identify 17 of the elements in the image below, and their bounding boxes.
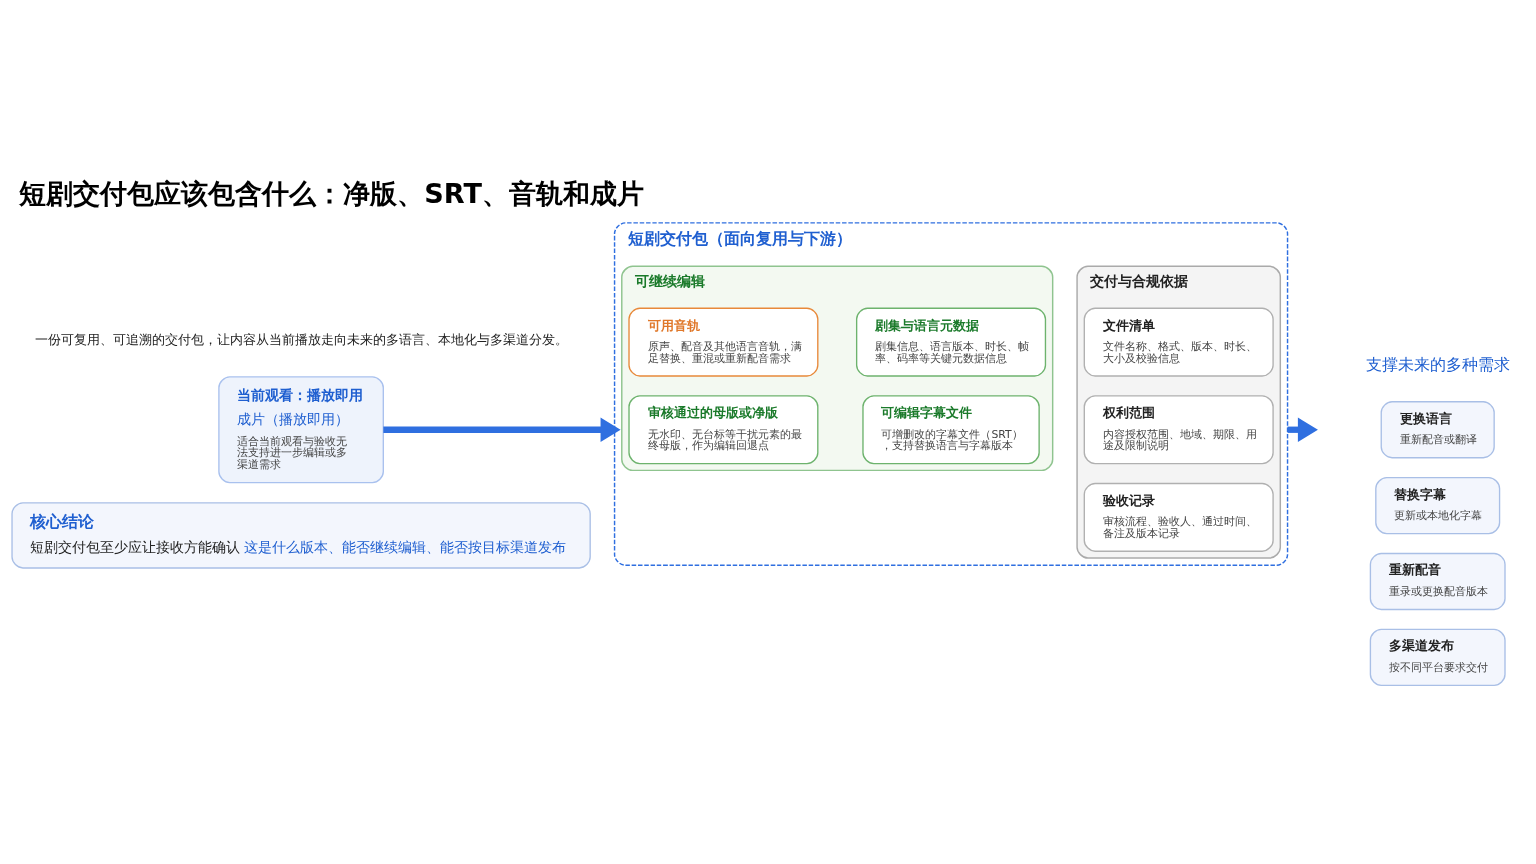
node-box: 多渠道发布 按不同平台要求交付 bbox=[1369, 628, 1506, 687]
node-box: 重新配音 重录或更换配音版本 bbox=[1369, 552, 1506, 611]
node-box: 核心结论 短剧交付包至少应让接收方能确认 这是什么版本、能否继续编辑、能否按目标渠道发布 bbox=[11, 502, 591, 569]
label: 一份可复用、可追溯的交付包，让内容从当前播放走向未来的多语言、本地化与多渠道分发。 bbox=[34, 331, 568, 347]
node-box: 更换语言 重新配音或翻译 bbox=[1380, 401, 1495, 459]
node-box: 当前观看：播放即用 成片（播放即用） 适合当前观看与验收无法支持进一步编辑或多渠道需求 bbox=[218, 376, 384, 484]
node-box: 替换字幕 更新或本地化字幕 bbox=[1375, 476, 1501, 535]
arrow bbox=[383, 417, 621, 443]
diagram-title: 短剧交付包应该包含什么：净版、SRT、音轨和成片 bbox=[19, 178, 644, 209]
node-box: 权利范围 内容授权范围、地域、期限、用途及限制说明 bbox=[1083, 395, 1274, 465]
node-box: 审核通过的母版或净版 无水印、无台标等干扰元素的最终母版，作为编辑回退点 bbox=[628, 395, 819, 465]
node-box: 剧集与语言元数据 剧集信息、语言版本、时长、帧率、码率等关键元数据信息 bbox=[855, 307, 1047, 377]
node-box: 可用音轨 原声、配音及其他语言音轨，满足替换、重混或重新配音需求 bbox=[628, 307, 819, 377]
label: 支撑未来的多种需求 bbox=[1365, 354, 1510, 374]
node-box: 文件清单 文件名称、格式、版本、时长、大小及校验信息 bbox=[1083, 307, 1274, 377]
node-box: 验收记录 审核流程、验收人、通过时间、备注及版本记录 bbox=[1083, 482, 1274, 552]
node-box: 可编辑字幕文件 可增删改的字幕文件（SRT），支持替换语言与字幕版本 bbox=[862, 395, 1040, 465]
